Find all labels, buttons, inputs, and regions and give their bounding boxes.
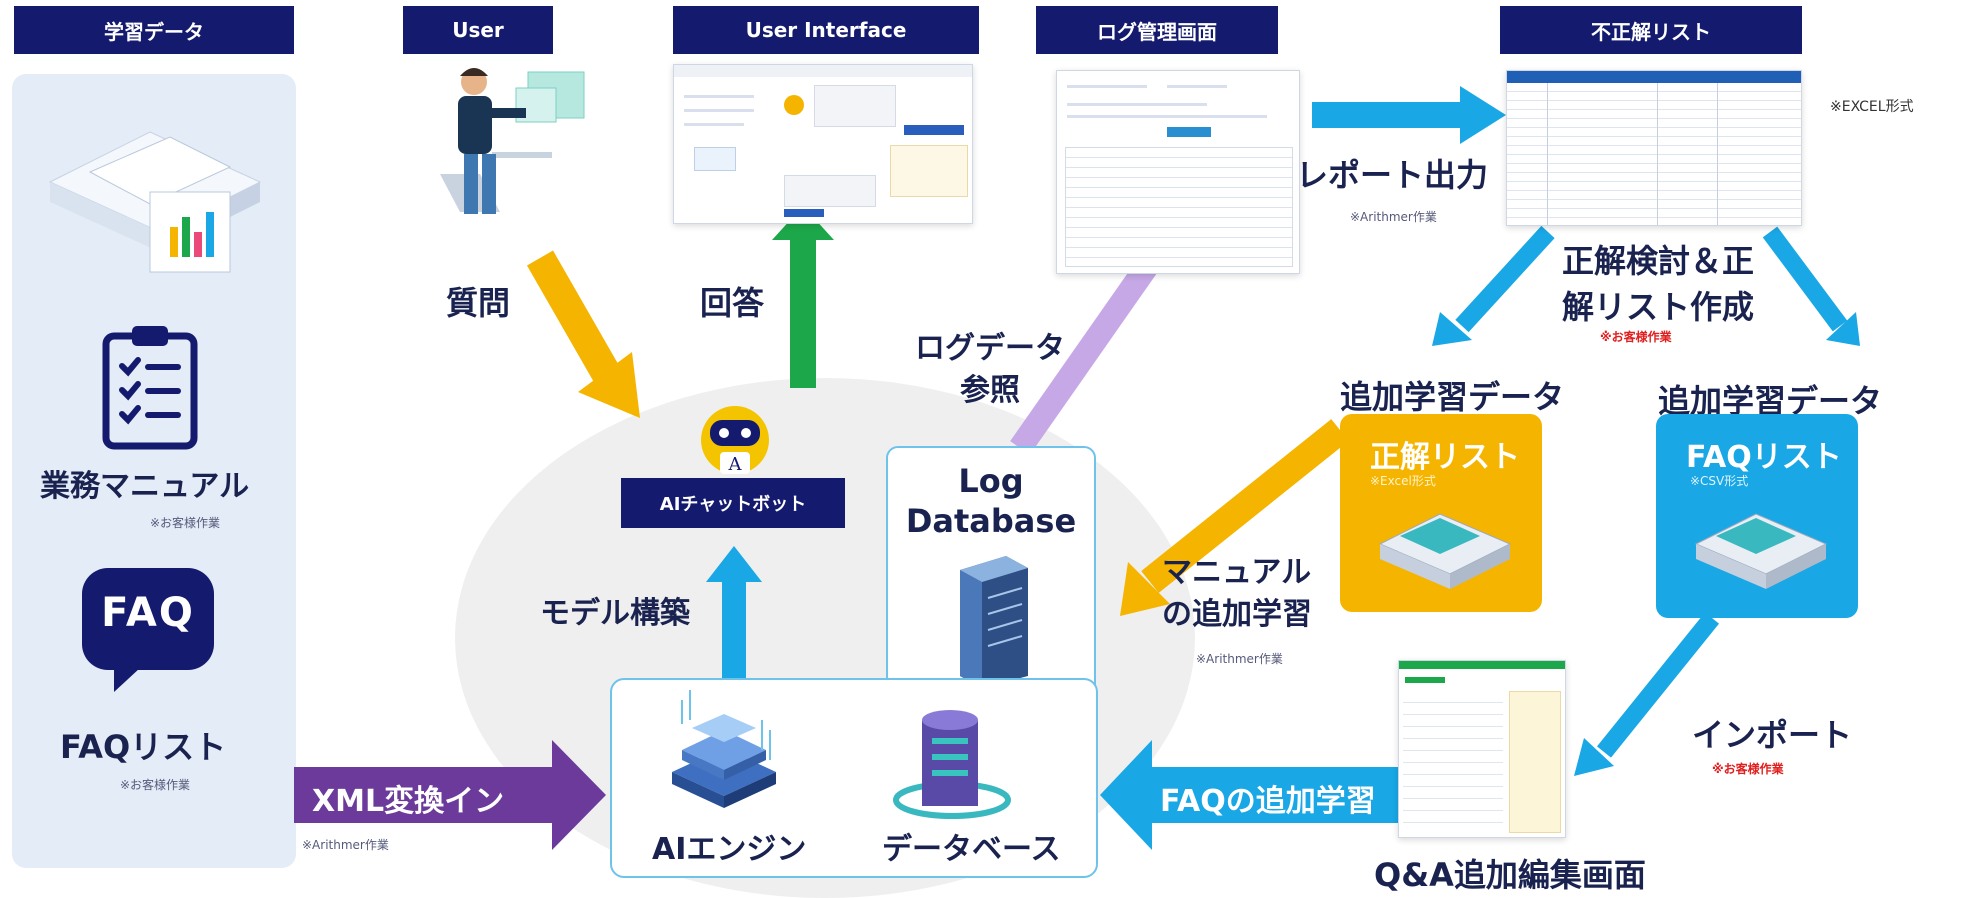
faq-bubble-icon: FAQ bbox=[78, 564, 218, 694]
log-db-line1: Log bbox=[958, 462, 1024, 500]
faq-icon-text: FAQ bbox=[101, 590, 195, 636]
faq-note: ※お客様作業 bbox=[120, 778, 191, 792]
manual-label: 業務マニュアル bbox=[40, 469, 250, 504]
review-arrow-right bbox=[1762, 226, 1860, 346]
log-screen-screenshot bbox=[1056, 70, 1300, 274]
faq-label: FAQリスト bbox=[60, 728, 227, 766]
engine-database-box: AIエンジン データベース bbox=[610, 678, 1098, 878]
correct-list-title: 正解リスト bbox=[1370, 440, 1520, 475]
add-data-label-2: 追加学習データ bbox=[1658, 382, 1883, 420]
svg-text:A: A bbox=[728, 454, 743, 475]
log-ref-label: ログデータ 参照 bbox=[915, 331, 1065, 408]
import-arrow bbox=[1574, 612, 1720, 776]
user-interface-screenshot bbox=[673, 64, 973, 224]
answer-label: 回答 bbox=[700, 284, 765, 322]
chatbot-robot-icon: A bbox=[690, 400, 780, 480]
faq-list-document-icon bbox=[1694, 513, 1828, 589]
faq-list-title: FAQリスト bbox=[1686, 440, 1842, 475]
correct-list-card: 正解リスト ※Excel形式 bbox=[1340, 414, 1542, 612]
server-icon bbox=[960, 556, 1028, 688]
review-arrow-left bbox=[1432, 225, 1555, 346]
qa-edit-screenshot bbox=[1398, 660, 1566, 838]
correct-list-note: ※Excel形式 bbox=[1370, 474, 1436, 488]
log-database-node: Log Database bbox=[886, 446, 1096, 704]
report-output-label: レポート出力 bbox=[1296, 156, 1489, 194]
excel-format-note: ※EXCEL形式 bbox=[1830, 99, 1914, 115]
question-label: 質問 bbox=[446, 284, 511, 322]
xml-arrow bbox=[294, 740, 606, 850]
manual-documents-illustration bbox=[30, 112, 270, 282]
ai-engine-icon bbox=[672, 690, 776, 808]
qa-screen-label: Q&A追加編集画面 bbox=[1374, 856, 1646, 894]
correct-list-document-icon bbox=[1378, 513, 1512, 589]
faq-learning-arrow bbox=[1100, 740, 1412, 850]
review-note: ※お客様作業 bbox=[1600, 330, 1672, 344]
xml-convert-label: XML変換イン bbox=[312, 784, 505, 819]
header-learning-data: 学習データ bbox=[14, 6, 294, 54]
engine-database-icons bbox=[672, 690, 1011, 819]
manual-learning-note: ※Arithmer作業 bbox=[1196, 652, 1283, 666]
manual-learning-arrow bbox=[1120, 419, 1349, 616]
log-db-line2: Database bbox=[905, 502, 1077, 540]
header-user: User bbox=[403, 6, 553, 54]
import-note: ※お客様作業 bbox=[1712, 762, 1784, 776]
model-build-arrow bbox=[706, 546, 762, 678]
answer-arrow bbox=[772, 206, 834, 388]
chatbot-node: AIチャットボット bbox=[621, 478, 845, 528]
model-build-label: モデル構築 bbox=[540, 596, 690, 631]
wrong-list-excel-screenshot bbox=[1506, 70, 1802, 226]
header-log-screen: ログ管理画面 bbox=[1036, 6, 1278, 54]
report-note: ※Arithmer作業 bbox=[1350, 210, 1437, 224]
xml-note: ※Arithmer作業 bbox=[302, 838, 389, 852]
report-output-arrow bbox=[1312, 86, 1506, 144]
question-arrow bbox=[526, 250, 640, 418]
header-wrong-list: 不正解リスト bbox=[1500, 6, 1802, 54]
header-user-interface: User Interface bbox=[673, 6, 979, 54]
faq-learning-label: FAQの追加学習 bbox=[1160, 784, 1376, 819]
faq-list-card: FAQリスト ※CSV形式 bbox=[1656, 414, 1858, 618]
database-icon bbox=[893, 710, 1011, 819]
review-create-label: 正解検討＆正 解リスト作成 bbox=[1562, 242, 1755, 326]
manual-learning-label: マニュアル の追加学習 bbox=[1162, 555, 1312, 632]
database-label: データベース bbox=[882, 832, 1061, 867]
add-data-label-1: 追加学習データ bbox=[1340, 378, 1565, 416]
import-label: インポート bbox=[1692, 716, 1853, 754]
clipboard-checklist-icon bbox=[100, 324, 200, 450]
ai-engine-label: AIエンジン bbox=[652, 832, 807, 867]
faq-list-note: ※CSV形式 bbox=[1690, 474, 1749, 488]
manual-note: ※お客様作業 bbox=[150, 516, 221, 530]
user-illustration bbox=[420, 62, 600, 232]
